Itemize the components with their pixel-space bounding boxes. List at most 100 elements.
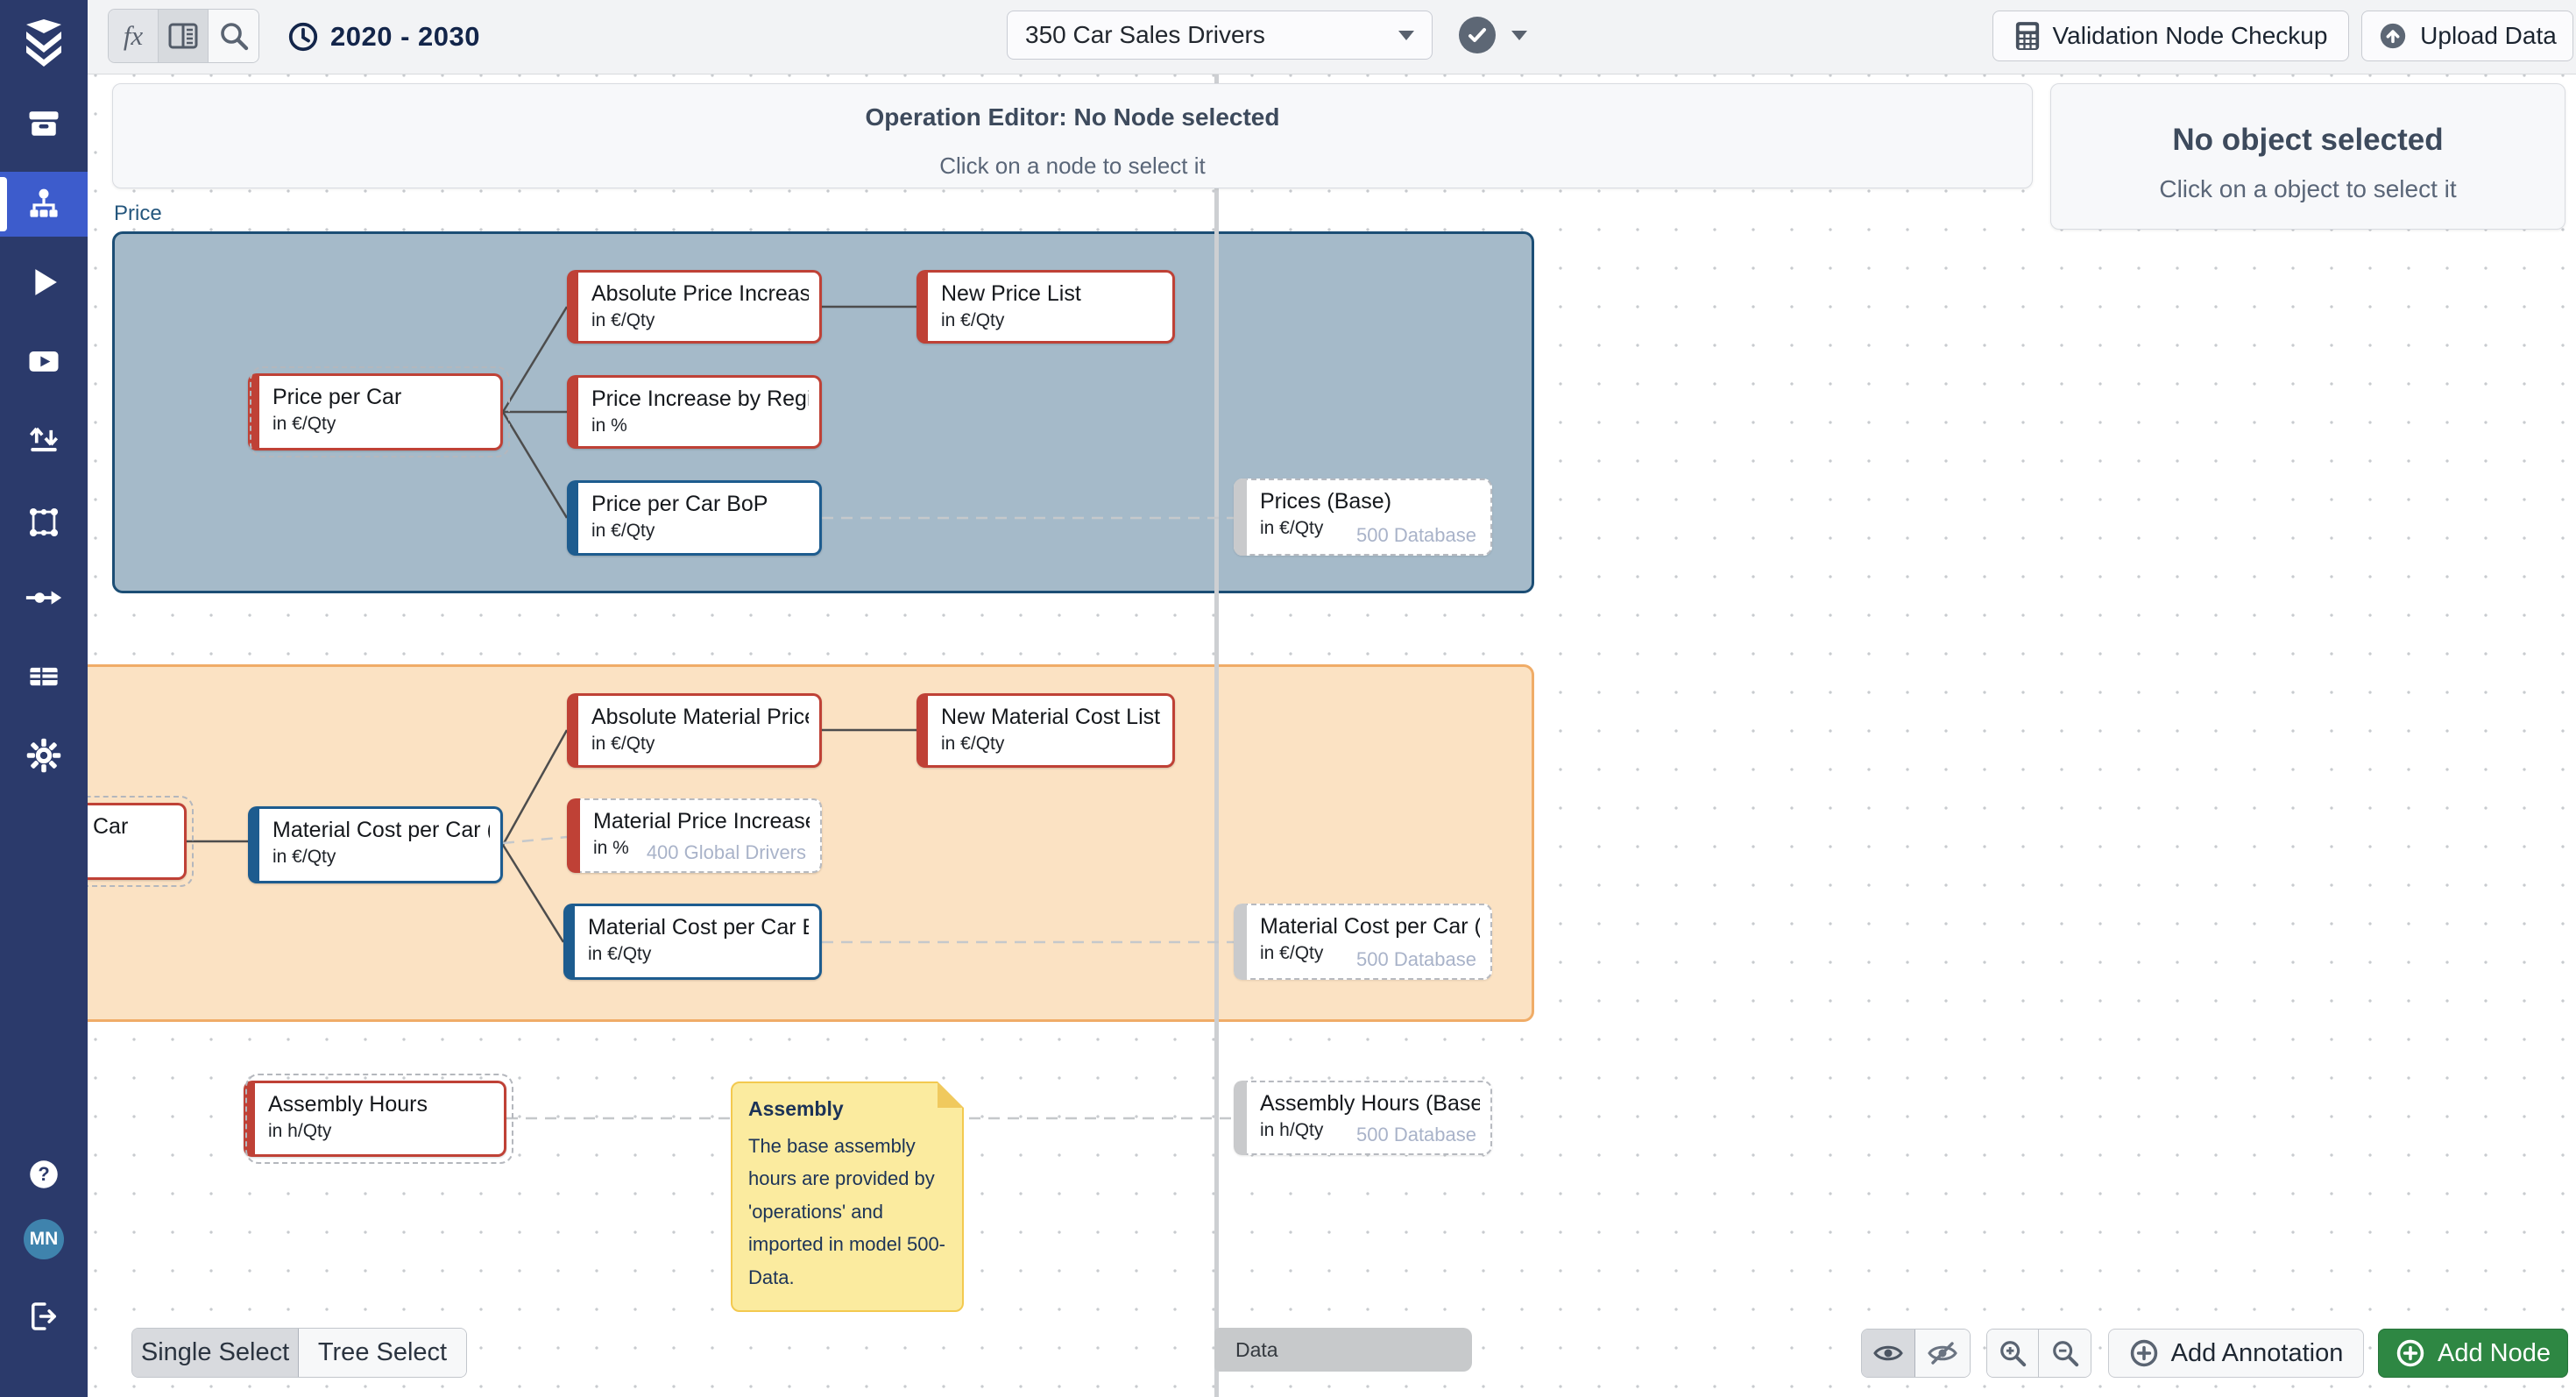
clock-icon	[288, 22, 318, 52]
user-avatar[interactable]: MN	[0, 1204, 88, 1274]
sidebar-item-model-editor[interactable]	[0, 172, 88, 237]
node-source-badge: 400 Global Drivers	[646, 841, 806, 863]
status-check-button[interactable]	[1459, 17, 1496, 53]
upload-button-label: Upload Data	[2420, 22, 2557, 49]
add-annotation-button[interactable]: Add Annotation	[2108, 1329, 2364, 1378]
status-chevron-down-icon[interactable]	[1511, 30, 1527, 40]
node-unit: in €/Qty	[941, 310, 1005, 330]
time-range-control[interactable]: 2020 - 2030	[287, 0, 480, 74]
node-price-per-car[interactable]: Price per Car in €/Qty	[248, 366, 510, 457]
add-annotation-label: Add Annotation	[2170, 1338, 2344, 1367]
svg-text:?: ?	[38, 1163, 49, 1185]
zoom-in-button[interactable]	[1987, 1330, 2039, 1377]
sidebar-item-logout[interactable]	[0, 1281, 88, 1351]
show-button[interactable]	[1862, 1330, 1915, 1377]
sidebar-item-frame[interactable]	[0, 487, 88, 557]
circle-plus-icon	[2396, 1339, 2424, 1367]
logout-icon	[32, 1302, 56, 1330]
node-unit: in €/Qty	[591, 521, 655, 541]
node-absolute-material-price-increase[interactable]: Absolute Material Price Incre... in €/Qt…	[567, 693, 822, 768]
node-unit: in €/Qty	[1260, 943, 1324, 963]
node-material-price-increase-decrease[interactable]: Material Price Increase/Decre... in % 40…	[567, 798, 822, 873]
check-icon	[1468, 28, 1486, 42]
annotation-note-assembly[interactable]: Assembly The base assembly hours are pro…	[731, 1081, 964, 1312]
validation-button-label: Validation Node Checkup	[2052, 22, 2328, 49]
zoom-out-icon	[2052, 1341, 2078, 1367]
sidebar-item-import-export[interactable]	[0, 403, 88, 473]
single-select-label: Single Select	[140, 1338, 290, 1366]
sidebar: ? MN	[0, 0, 88, 1397]
node-sales-per-car-clipped[interactable]: Car	[88, 796, 194, 887]
sitemap-icon	[30, 188, 58, 217]
node-assembly-hours-base[interactable]: Assembly Hours (Base) in h/Qty 500 Datab…	[1234, 1081, 1492, 1155]
tree-select-label: Tree Select	[317, 1338, 448, 1366]
node-unit: in €/Qty	[272, 414, 336, 434]
node-title: Absolute Material Price Incre...	[591, 705, 809, 729]
model-selector-dropdown[interactable]: 350 Car Sales Drivers	[1007, 11, 1433, 60]
node-new-price-list[interactable]: New Price List in €/Qty	[916, 270, 1175, 344]
search-button[interactable]	[209, 10, 258, 62]
node-title: New Material Cost List	[941, 705, 1161, 729]
node-material-cost-per-car-base[interactable]: Material Cost per Car (Base) in €/Qty 50…	[1234, 904, 1492, 980]
artboard-icon	[29, 507, 59, 537]
node-material-cost-per-car-bop[interactable]: Material Cost per Car BoP in €/Qty	[563, 904, 822, 980]
sidebar-item-settings[interactable]	[0, 720, 88, 791]
node-unit: in €/Qty	[1260, 518, 1324, 538]
node-price-per-car-bop[interactable]: Price per Car BoP in €/Qty	[567, 480, 822, 556]
node-unit: in €/Qty	[591, 310, 655, 330]
node-absolute-price-increase[interactable]: Absolute Price Increase (Sust... in €/Qt…	[567, 270, 822, 344]
node-price-increase-by-region[interactable]: Price Increase by Region (Su... in %	[567, 375, 822, 449]
add-node-label: Add Node	[2438, 1338, 2551, 1367]
archive-icon	[29, 111, 59, 136]
formula-view-button[interactable]: fx	[109, 10, 159, 62]
book-panel-icon	[168, 23, 198, 49]
zoom-out-button[interactable]	[2039, 1330, 2091, 1377]
tree-select-button[interactable]: Tree Select	[299, 1329, 466, 1377]
node-source-badge: 500 Database	[1356, 524, 1476, 546]
validation-node-checkup-button[interactable]: Validation Node Checkup	[1992, 11, 2349, 61]
node-title: Material Cost per Car (by Co...	[272, 818, 490, 842]
gear-icon	[26, 738, 61, 773]
play-icon	[35, 269, 57, 295]
node-source-badge: 500 Database	[1356, 948, 1476, 970]
visibility-toggle	[1861, 1329, 1971, 1378]
object-inspector-panel: No object selected Click on a object to …	[2050, 83, 2565, 230]
node-title: Absolute Price Increase (Sust...	[591, 281, 809, 306]
topbar: fx 2020 - 2030	[88, 0, 2576, 74]
inspector-subtitle: Click on a object to select it	[2159, 175, 2457, 202]
model-canvas[interactable]: Price Price per Car	[88, 74, 2576, 1397]
logo-icon	[26, 19, 61, 67]
data-bar-label: Data	[1235, 1338, 1278, 1361]
upload-icon	[2381, 23, 2406, 49]
node-assembly-hours[interactable]: Assembly Hours in h/Qty	[244, 1074, 513, 1164]
sidebar-item-presentation[interactable]	[0, 326, 88, 396]
model-selector-value: 350 Car Sales Drivers	[1025, 21, 1265, 48]
node-title: Price per Car BoP	[591, 492, 768, 516]
sidebar-item-run[interactable]	[0, 247, 88, 317]
sidebar-item-tables[interactable]	[0, 642, 88, 712]
node-title: Prices (Base)	[1260, 489, 1392, 514]
avatar: MN	[24, 1219, 64, 1259]
node-material-cost-per-car[interactable]: Material Cost per Car (by Co... in €/Qty	[248, 806, 503, 883]
operation-editor-panel: Operation Editor: No Node selected Click…	[112, 83, 2033, 188]
hide-button[interactable]	[1915, 1330, 1970, 1377]
data-section-bar[interactable]: Data	[1214, 1328, 1472, 1372]
eye-slash-icon	[1928, 1342, 1957, 1365]
sidebar-item-help[interactable]: ?	[0, 1139, 88, 1209]
upload-data-button[interactable]: Upload Data	[2361, 11, 2573, 61]
add-node-button[interactable]: Add Node	[2378, 1329, 2568, 1378]
node-new-material-cost-list[interactable]: New Material Cost List in €/Qty	[916, 693, 1175, 768]
zoom-in-icon	[2000, 1341, 2027, 1367]
panel-view-button[interactable]	[159, 10, 209, 62]
sidebar-item-flow[interactable]	[0, 563, 88, 633]
active-indicator	[0, 177, 7, 231]
sidebar-item-archive[interactable]	[0, 89, 88, 159]
avatar-initials: MN	[29, 1229, 59, 1249]
node-unit: in %	[593, 838, 629, 858]
node-source-badge: 500 Database	[1356, 1124, 1476, 1145]
eye-icon	[1873, 1345, 1903, 1361]
calculator-icon	[2015, 22, 2039, 50]
node-prices-base[interactable]: Prices (Base) in €/Qty 500 Database	[1234, 479, 1492, 556]
single-select-button[interactable]: Single Select	[132, 1329, 299, 1377]
